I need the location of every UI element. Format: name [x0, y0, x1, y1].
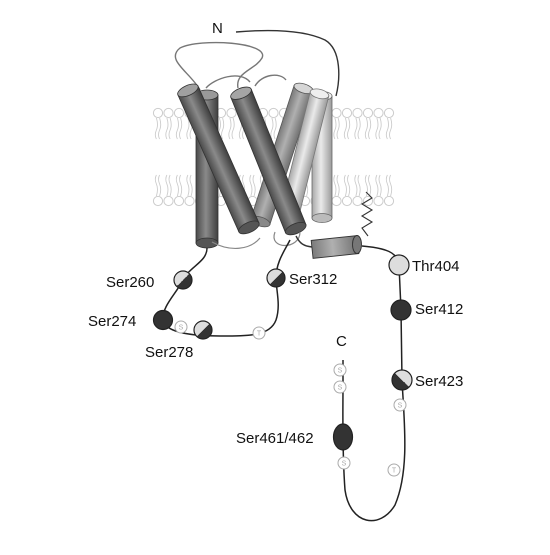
c-terminus-label: C: [336, 333, 347, 350]
n-terminus-label: N: [212, 20, 223, 37]
lipid: [352, 107, 363, 140]
lipid: [173, 174, 185, 207]
helix-2: [177, 83, 260, 235]
threonine-residue: T: [387, 463, 401, 477]
site-ser260: Ser260: [106, 270, 193, 291]
svg-text:Ser274: Ser274: [88, 313, 136, 330]
serine-residue: S: [174, 320, 188, 334]
svg-text:T: T: [257, 331, 262, 338]
svg-text:S: S: [398, 403, 403, 410]
svg-text:Thr404: Thr404: [412, 258, 460, 275]
site-ser461-462: Ser461/462: [236, 423, 354, 451]
lipid: [173, 107, 185, 140]
lipid: [373, 107, 384, 140]
palmitoyl-anchor: [360, 191, 374, 237]
residue-markers: S T S T S S S: [174, 320, 407, 477]
svg-text:S: S: [338, 385, 343, 392]
extracellular-loops: [174, 29, 340, 97]
lipid: [226, 107, 237, 140]
helix-3: [230, 86, 307, 236]
svg-text:T: T: [392, 468, 397, 475]
serine-residue: S: [333, 380, 347, 394]
lipid: [163, 174, 174, 207]
lipid: [152, 107, 164, 140]
helix-8: [295, 235, 362, 259]
lipid: [341, 107, 353, 140]
lipid: [268, 107, 279, 140]
site-ser312: Ser312: [266, 268, 337, 288]
svg-text:Ser278: Ser278: [145, 344, 193, 361]
svg-text:S: S: [338, 368, 343, 375]
svg-text:Ser312: Ser312: [289, 271, 337, 288]
lipid: [152, 174, 164, 207]
svg-text:S: S: [342, 461, 347, 468]
lipid: [184, 174, 195, 207]
intracellular-short-loops: [211, 231, 301, 249]
lipid: [383, 174, 395, 207]
transmembrane-helices: [177, 82, 333, 249]
lipid: [352, 174, 363, 207]
lipid: [341, 174, 353, 207]
phosphorylation-sites: Ser260 Ser274 Ser278 Ser312 Thr404 Ser41…: [88, 254, 463, 451]
serine-residue: S: [337, 456, 351, 470]
site-ser412: Ser412: [390, 299, 463, 321]
svg-text:Ser260: Ser260: [106, 274, 154, 291]
svg-text:Ser423: Ser423: [415, 373, 463, 390]
lipid: [362, 107, 374, 140]
lipid: [163, 107, 174, 140]
lipid: [383, 107, 395, 140]
svg-text:Ser461/462: Ser461/462: [236, 430, 314, 447]
serine-residue: S: [333, 363, 347, 377]
threonine-residue: T: [252, 326, 266, 340]
site-ser423: Ser423: [391, 369, 463, 391]
site-ser278: Ser278: [145, 320, 213, 361]
serine-residue: S: [393, 398, 407, 412]
svg-text:S: S: [179, 325, 184, 332]
lipid: [331, 174, 342, 207]
site-thr404: Thr404: [388, 254, 460, 276]
lipid: [331, 107, 342, 140]
svg-text:Ser412: Ser412: [415, 301, 463, 318]
lipid: [373, 174, 384, 207]
site-ser274: Ser274: [88, 309, 174, 331]
